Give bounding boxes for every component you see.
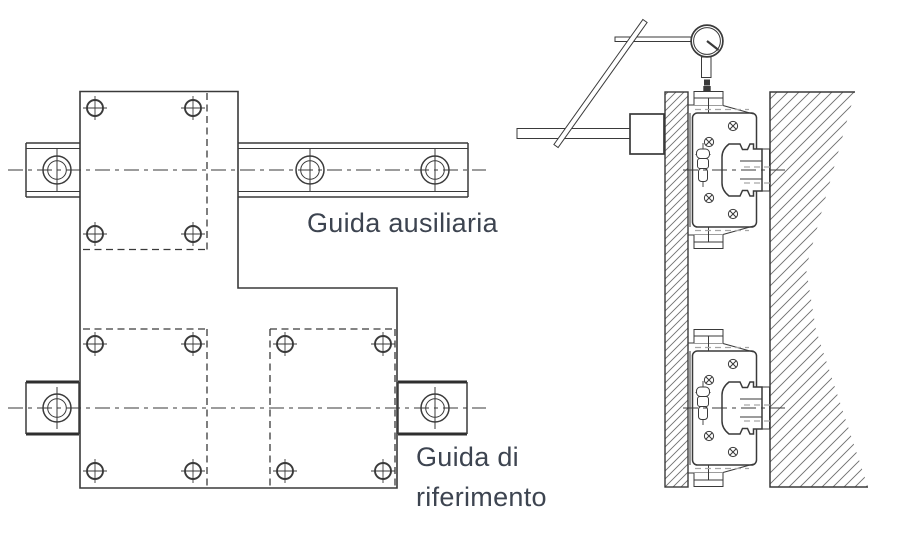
label-auxiliary-guide: Guida ausiliaria (307, 208, 498, 238)
dial-contact-tip (703, 86, 711, 92)
dial-stem (701, 56, 712, 78)
dial-needle (706, 40, 720, 51)
mounting-plate-section (664, 91, 689, 488)
label-reference-guide: Guida di riferimento (416, 437, 547, 517)
stand-upper-arm (614, 36, 692, 42)
indicator-stand (516, 18, 692, 155)
stand-lower-arm (516, 128, 631, 139)
dial-indicator (690, 24, 724, 92)
dial-spindle (704, 79, 710, 86)
dial-bezel (693, 27, 721, 55)
label-reference-guide-line2: riferimento (416, 482, 547, 512)
section-view (516, 18, 868, 488)
reference-shoulder-block (769, 91, 868, 488)
table-plate-outline (79, 90, 398, 489)
upper-carriage-hidden-outline (82, 93, 208, 251)
lower-right-carriage-hidden-outline (269, 328, 396, 487)
lower-left-carriage-hidden-outline (82, 328, 208, 487)
stand-diagonal-rod (553, 18, 648, 149)
stand-clamp-block (629, 113, 665, 155)
label-reference-guide-line1: Guida di (416, 442, 519, 472)
plan-view (8, 90, 486, 489)
reference-rail-left-end (25, 380, 80, 436)
